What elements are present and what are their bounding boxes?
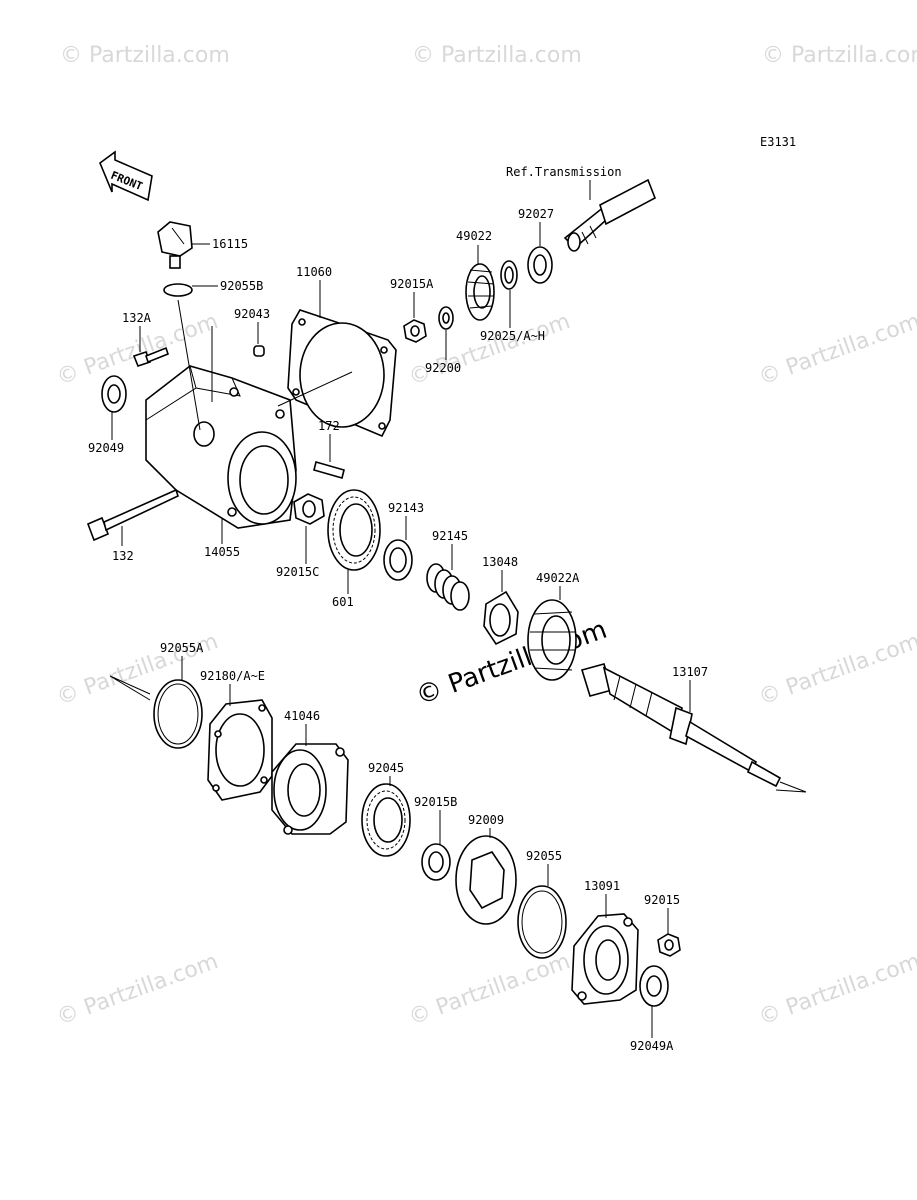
part-label-92055B: 92055B — [220, 279, 263, 293]
watermark: © Partzilla.com — [60, 43, 230, 68]
part-label-13048: 13048 — [482, 555, 518, 569]
watermark: © Partzilla.com — [406, 949, 574, 1031]
part-label-13091: 13091 — [584, 879, 620, 893]
bearing-92045 — [361, 783, 411, 857]
gasket-11060 — [287, 309, 397, 438]
part-label-11060: 11060 — [296, 265, 332, 279]
part-label-92055A: 92055A — [160, 641, 204, 655]
oring-92055B — [163, 283, 193, 297]
part-label-601: 601 — [332, 595, 354, 609]
nut-92015A — [403, 319, 427, 343]
part-label-92049A: 92049A — [630, 1039, 674, 1053]
collar-92143 — [383, 539, 413, 581]
nut-92015C — [293, 493, 325, 525]
bolt-132 — [86, 488, 179, 542]
breather-16115 — [157, 221, 193, 269]
part-label-92015A: 92015A — [390, 277, 434, 291]
pin-92043 — [253, 345, 265, 357]
part-label-172: 172 — [318, 419, 340, 433]
part-label-49022: 49022 — [456, 229, 492, 243]
part-label-92015C: 92015C — [276, 565, 319, 579]
housing-41046 — [271, 743, 349, 835]
gasket-92180 — [207, 699, 273, 801]
part-label-41046: 41046 — [284, 709, 320, 723]
part-label-92180: 92180/A~E — [200, 669, 265, 683]
part-label-92009: 92009 — [468, 813, 504, 827]
part-label-92043: 92043 — [234, 307, 270, 321]
part-label-92025: 92025/A~H — [480, 329, 545, 343]
part-label-92055: 92055 — [526, 849, 562, 863]
part-label-92200: 92200 — [425, 361, 461, 375]
bearing-601 — [327, 489, 381, 571]
bevel-gear-49022 — [465, 263, 495, 321]
spring-92145 — [426, 563, 470, 611]
nut-92015B — [421, 843, 451, 881]
bolt-132A — [132, 346, 169, 367]
part-label-92015B: 92015B — [414, 795, 457, 809]
cover-13091 — [571, 913, 639, 1005]
bevel-gear-49022A — [527, 599, 577, 681]
collar-92027 — [527, 246, 553, 284]
nut-92015 — [657, 933, 681, 957]
leader-line — [177, 299, 201, 431]
watermark: © Partzilla.com — [762, 43, 917, 68]
part-label-14055: 14055 — [204, 545, 240, 559]
oring-92055 — [517, 885, 567, 959]
part-label-132A: 132A — [122, 311, 152, 325]
plate-92009 — [455, 835, 517, 925]
oring-92055A — [153, 679, 203, 749]
leader-line — [109, 675, 151, 701]
part-label-92027: 92027 — [518, 207, 554, 221]
watermark: © Partzilla.com — [54, 949, 222, 1031]
watermark: © Partzilla.com — [756, 949, 917, 1031]
stud-172 — [313, 461, 345, 479]
part-label-92143: 92143 — [388, 501, 424, 515]
case-14055 — [145, 365, 297, 529]
leader-line — [775, 781, 807, 793]
part-label-92015: 92015 — [644, 893, 680, 907]
part-label-92045: 92045 — [368, 761, 404, 775]
transmission-shaft — [563, 178, 657, 252]
shaft-13107 — [580, 663, 782, 788]
watermark: © Partzilla.com — [412, 43, 582, 68]
front-arrow-icon: FRONT — [99, 150, 153, 202]
part-label-16115: 16115 — [212, 237, 248, 251]
ref-transmission-label: Ref.Transmission — [506, 165, 622, 179]
watermark: © Partzilla.com — [406, 309, 574, 391]
leader-line — [277, 371, 353, 407]
watermark: © Partzilla.com — [756, 629, 917, 711]
diagram-code: E3131 — [760, 135, 796, 149]
part-label-49022A: 49022A — [536, 571, 580, 585]
part-label-92049: 92049 — [88, 441, 124, 455]
part-label-13107: 13107 — [672, 665, 708, 679]
watermark: © Partzilla.com — [756, 309, 917, 391]
part-label-92145: 92145 — [432, 529, 468, 543]
part-label-132: 132 — [112, 549, 134, 563]
coupling-13048 — [483, 590, 519, 646]
